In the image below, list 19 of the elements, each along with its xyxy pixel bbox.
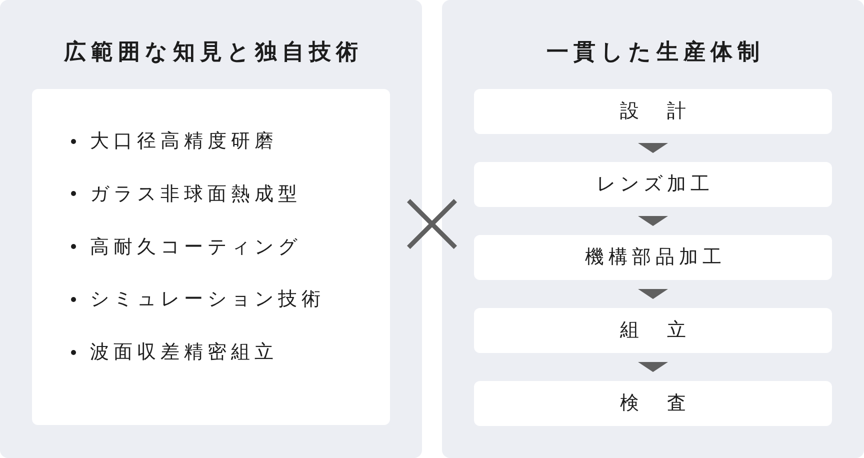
arrow (638, 216, 668, 226)
list-item: シミュレーション技術 (90, 287, 325, 312)
list-item: 高耐久コーティング (90, 234, 302, 260)
panel (442, 0, 864, 458)
step-box: 設 計 (474, 89, 832, 134)
step-box: 組 立 (474, 308, 832, 353)
arrow (638, 362, 668, 372)
panel-heading: 広範囲な知見と独自技術 (62, 38, 363, 67)
step-box: レンズ加工 (474, 162, 832, 207)
list-item: 波面収差精密組立 (90, 340, 278, 366)
panel-heading: 一貫した生産体制 (546, 39, 764, 67)
step-box: 検 査 (474, 381, 832, 426)
list-item: 大口径高精度研磨 (90, 129, 278, 154)
list-card (32, 89, 390, 425)
arrow (638, 289, 668, 299)
step-box: 機構部品加工 (474, 235, 832, 280)
arrow (638, 143, 668, 153)
list-item: ガラス非球面熱成型 (90, 182, 302, 207)
panel (0, 0, 422, 458)
